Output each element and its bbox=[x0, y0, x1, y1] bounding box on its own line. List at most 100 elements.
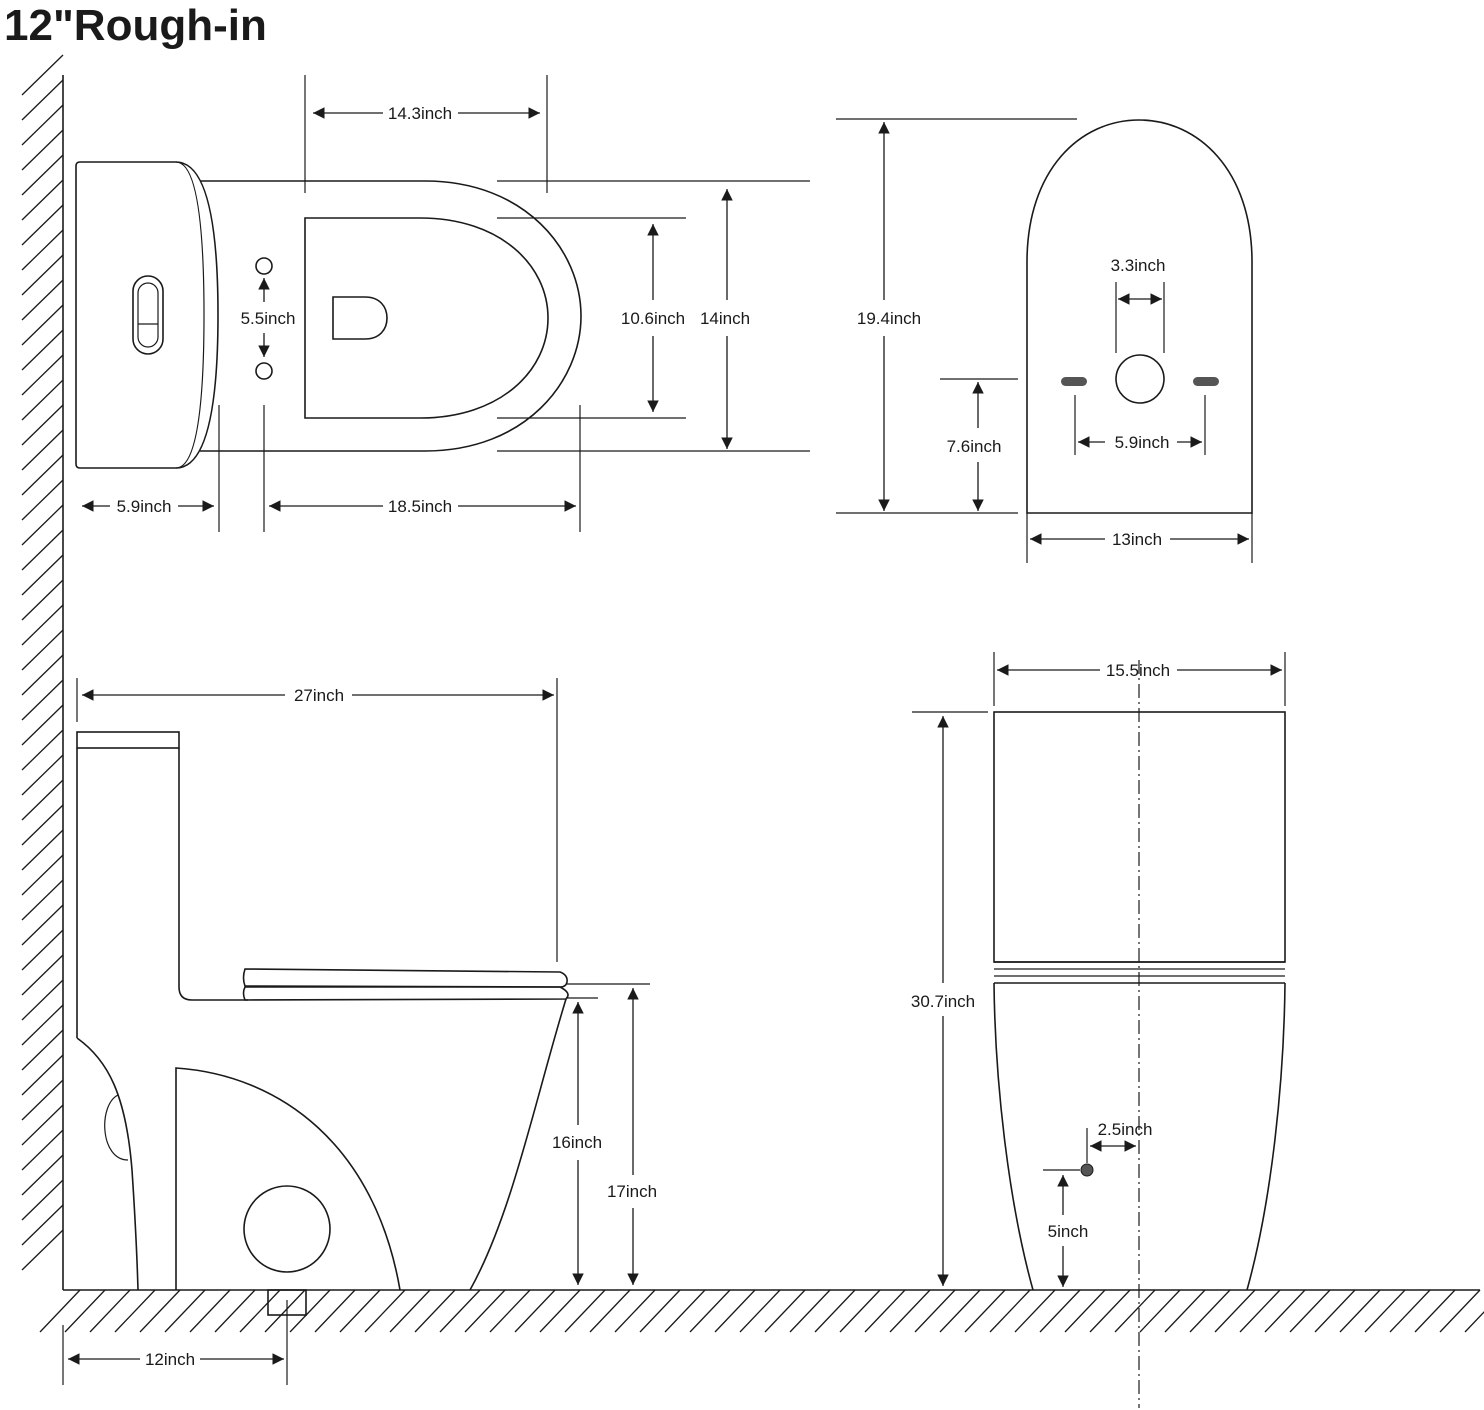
seat-bolt-hole-icon bbox=[255, 257, 273, 275]
floor-hatch-line bbox=[589, 1289, 631, 1333]
page-title: 12"Rough-in bbox=[4, 1, 267, 50]
floor-hatch-line bbox=[489, 1289, 531, 1333]
wall-hatch-line bbox=[21, 629, 64, 671]
wall-hatch-line bbox=[21, 404, 64, 446]
floor-hatch-line bbox=[1189, 1289, 1231, 1333]
floor-hatch-line bbox=[664, 1289, 706, 1333]
floor-hatch-line bbox=[189, 1289, 231, 1333]
wall-hatch-line bbox=[21, 929, 64, 971]
dim-bowl-length: 18.5inch bbox=[388, 497, 452, 516]
wall-hatch-line bbox=[21, 779, 64, 821]
floor-hatch-line bbox=[1239, 1289, 1281, 1333]
wall-hatch-line bbox=[21, 1179, 64, 1221]
dim-bolt-spacing-floor: 5.9inch bbox=[1115, 433, 1170, 452]
tank-top-outline bbox=[75, 161, 219, 469]
floor-hatch-line bbox=[939, 1289, 981, 1333]
floor-hatch-line bbox=[689, 1289, 731, 1333]
wall-hatch-line bbox=[21, 829, 64, 871]
dim-seat-inner-offset: 14.3inch bbox=[388, 104, 452, 123]
wall-hatch-line bbox=[21, 679, 64, 721]
floor-hatch-line bbox=[814, 1289, 856, 1333]
floor-hatch-line bbox=[764, 1289, 806, 1333]
floor-hatch-line bbox=[514, 1289, 556, 1333]
wall-hatch-line bbox=[21, 1004, 64, 1046]
floor-hatch-line bbox=[839, 1289, 881, 1333]
dim-total-depth: 27inch bbox=[294, 686, 344, 705]
wall-hatch-line bbox=[21, 1129, 64, 1171]
wall-hatch-line bbox=[21, 554, 64, 596]
wall-hatch-line bbox=[21, 154, 64, 196]
floor-hatch-line bbox=[89, 1289, 131, 1333]
wall-hatch-line bbox=[21, 454, 64, 496]
floor-hatch-line bbox=[289, 1289, 331, 1333]
floor-hatch-line bbox=[739, 1289, 781, 1333]
floor-hatch-line bbox=[214, 1289, 256, 1333]
floor-hatch-line bbox=[389, 1289, 431, 1333]
top-view: 14.3inch 5.5inch 10.6inch 14inch 5.9inch… bbox=[75, 75, 810, 532]
wall-hatch-line bbox=[21, 379, 64, 421]
floor-hatch-line bbox=[1414, 1289, 1456, 1333]
dim-total-height: 30.7inch bbox=[911, 992, 975, 1011]
floor-hatch-line bbox=[1339, 1289, 1381, 1333]
floor-hatch-line bbox=[889, 1289, 931, 1333]
bowl-outer-outline bbox=[200, 180, 582, 452]
wall-hatch-line bbox=[21, 204, 64, 246]
floor-hatch-line bbox=[989, 1289, 1031, 1333]
water-supply-icon bbox=[1080, 1163, 1094, 1177]
wall-hatch-line bbox=[21, 904, 64, 946]
floor-hatch-line bbox=[314, 1289, 356, 1333]
floor-hatch-line bbox=[1464, 1311, 1484, 1333]
floor bbox=[39, 1289, 1484, 1333]
dim-seat-height-no-lid: 16inch bbox=[552, 1133, 602, 1152]
floor-hatch-line bbox=[164, 1289, 206, 1333]
wall-hatch-line bbox=[21, 654, 64, 696]
wall-hatch-line bbox=[21, 479, 64, 521]
wall-hatch-line bbox=[21, 179, 64, 221]
wall-hatch-line bbox=[21, 579, 64, 621]
drain-shape bbox=[332, 296, 388, 340]
side-view: 27inch 16inch 17inch 12inch bbox=[62, 678, 657, 1385]
floor-hatch-line bbox=[1289, 1289, 1331, 1333]
wall-hatch-line bbox=[21, 1229, 64, 1271]
floor-hatch-line bbox=[464, 1289, 506, 1333]
floor-hatch-line bbox=[914, 1289, 956, 1333]
dim-outlet-diameter: 3.3inch bbox=[1111, 256, 1166, 275]
dim-outer-width: 14inch bbox=[700, 309, 750, 328]
floor-hatch-line bbox=[564, 1289, 606, 1333]
dim-tank-depth: 5.9inch bbox=[117, 497, 172, 516]
trapway-circle bbox=[243, 1185, 331, 1273]
wall-hatch-line bbox=[21, 754, 64, 796]
floor-hatch-line bbox=[139, 1289, 181, 1333]
floor-hatch-line bbox=[1264, 1289, 1306, 1333]
floor-hatch-line bbox=[1089, 1289, 1131, 1333]
floor-hatch-line bbox=[39, 1289, 81, 1333]
seat-lid bbox=[242, 968, 568, 988]
floor-hatch-line bbox=[1014, 1289, 1056, 1333]
floor-hatch-line bbox=[1314, 1289, 1356, 1333]
seat-bolt-hole-icon bbox=[255, 362, 273, 380]
floor-hatch-line bbox=[364, 1289, 406, 1333]
floor-bolt-slot-icon bbox=[1061, 377, 1087, 386]
seat-ring bbox=[242, 986, 569, 1001]
floor-hatch-line bbox=[639, 1289, 681, 1333]
front-view: 15.5inch 30.7inch 2.5inch 5inch bbox=[911, 652, 1286, 1408]
wall-hatch-line bbox=[21, 1079, 64, 1121]
wall-hatch-line bbox=[21, 879, 64, 921]
floor-hatch-line bbox=[864, 1289, 906, 1333]
wall-hatch-line bbox=[21, 704, 64, 746]
wall-hatch-line bbox=[21, 1204, 64, 1246]
floor-hatch-line bbox=[1214, 1289, 1256, 1333]
floor-hatch-line bbox=[614, 1289, 656, 1333]
wall-hatch-line bbox=[21, 529, 64, 571]
floor-hatch-line bbox=[539, 1289, 581, 1333]
floor-hatch-line bbox=[1389, 1289, 1431, 1333]
wall-hatch-line bbox=[21, 429, 64, 471]
wall-hatch-line bbox=[21, 1054, 64, 1096]
wall-hatch-line bbox=[21, 954, 64, 996]
seat-inner-outline bbox=[304, 217, 549, 419]
floor-hatch-line bbox=[1139, 1289, 1181, 1333]
dim-base-width: 13inch bbox=[1112, 530, 1162, 549]
floor-hatch-line bbox=[439, 1289, 481, 1333]
wall-hatch-line bbox=[21, 304, 64, 346]
